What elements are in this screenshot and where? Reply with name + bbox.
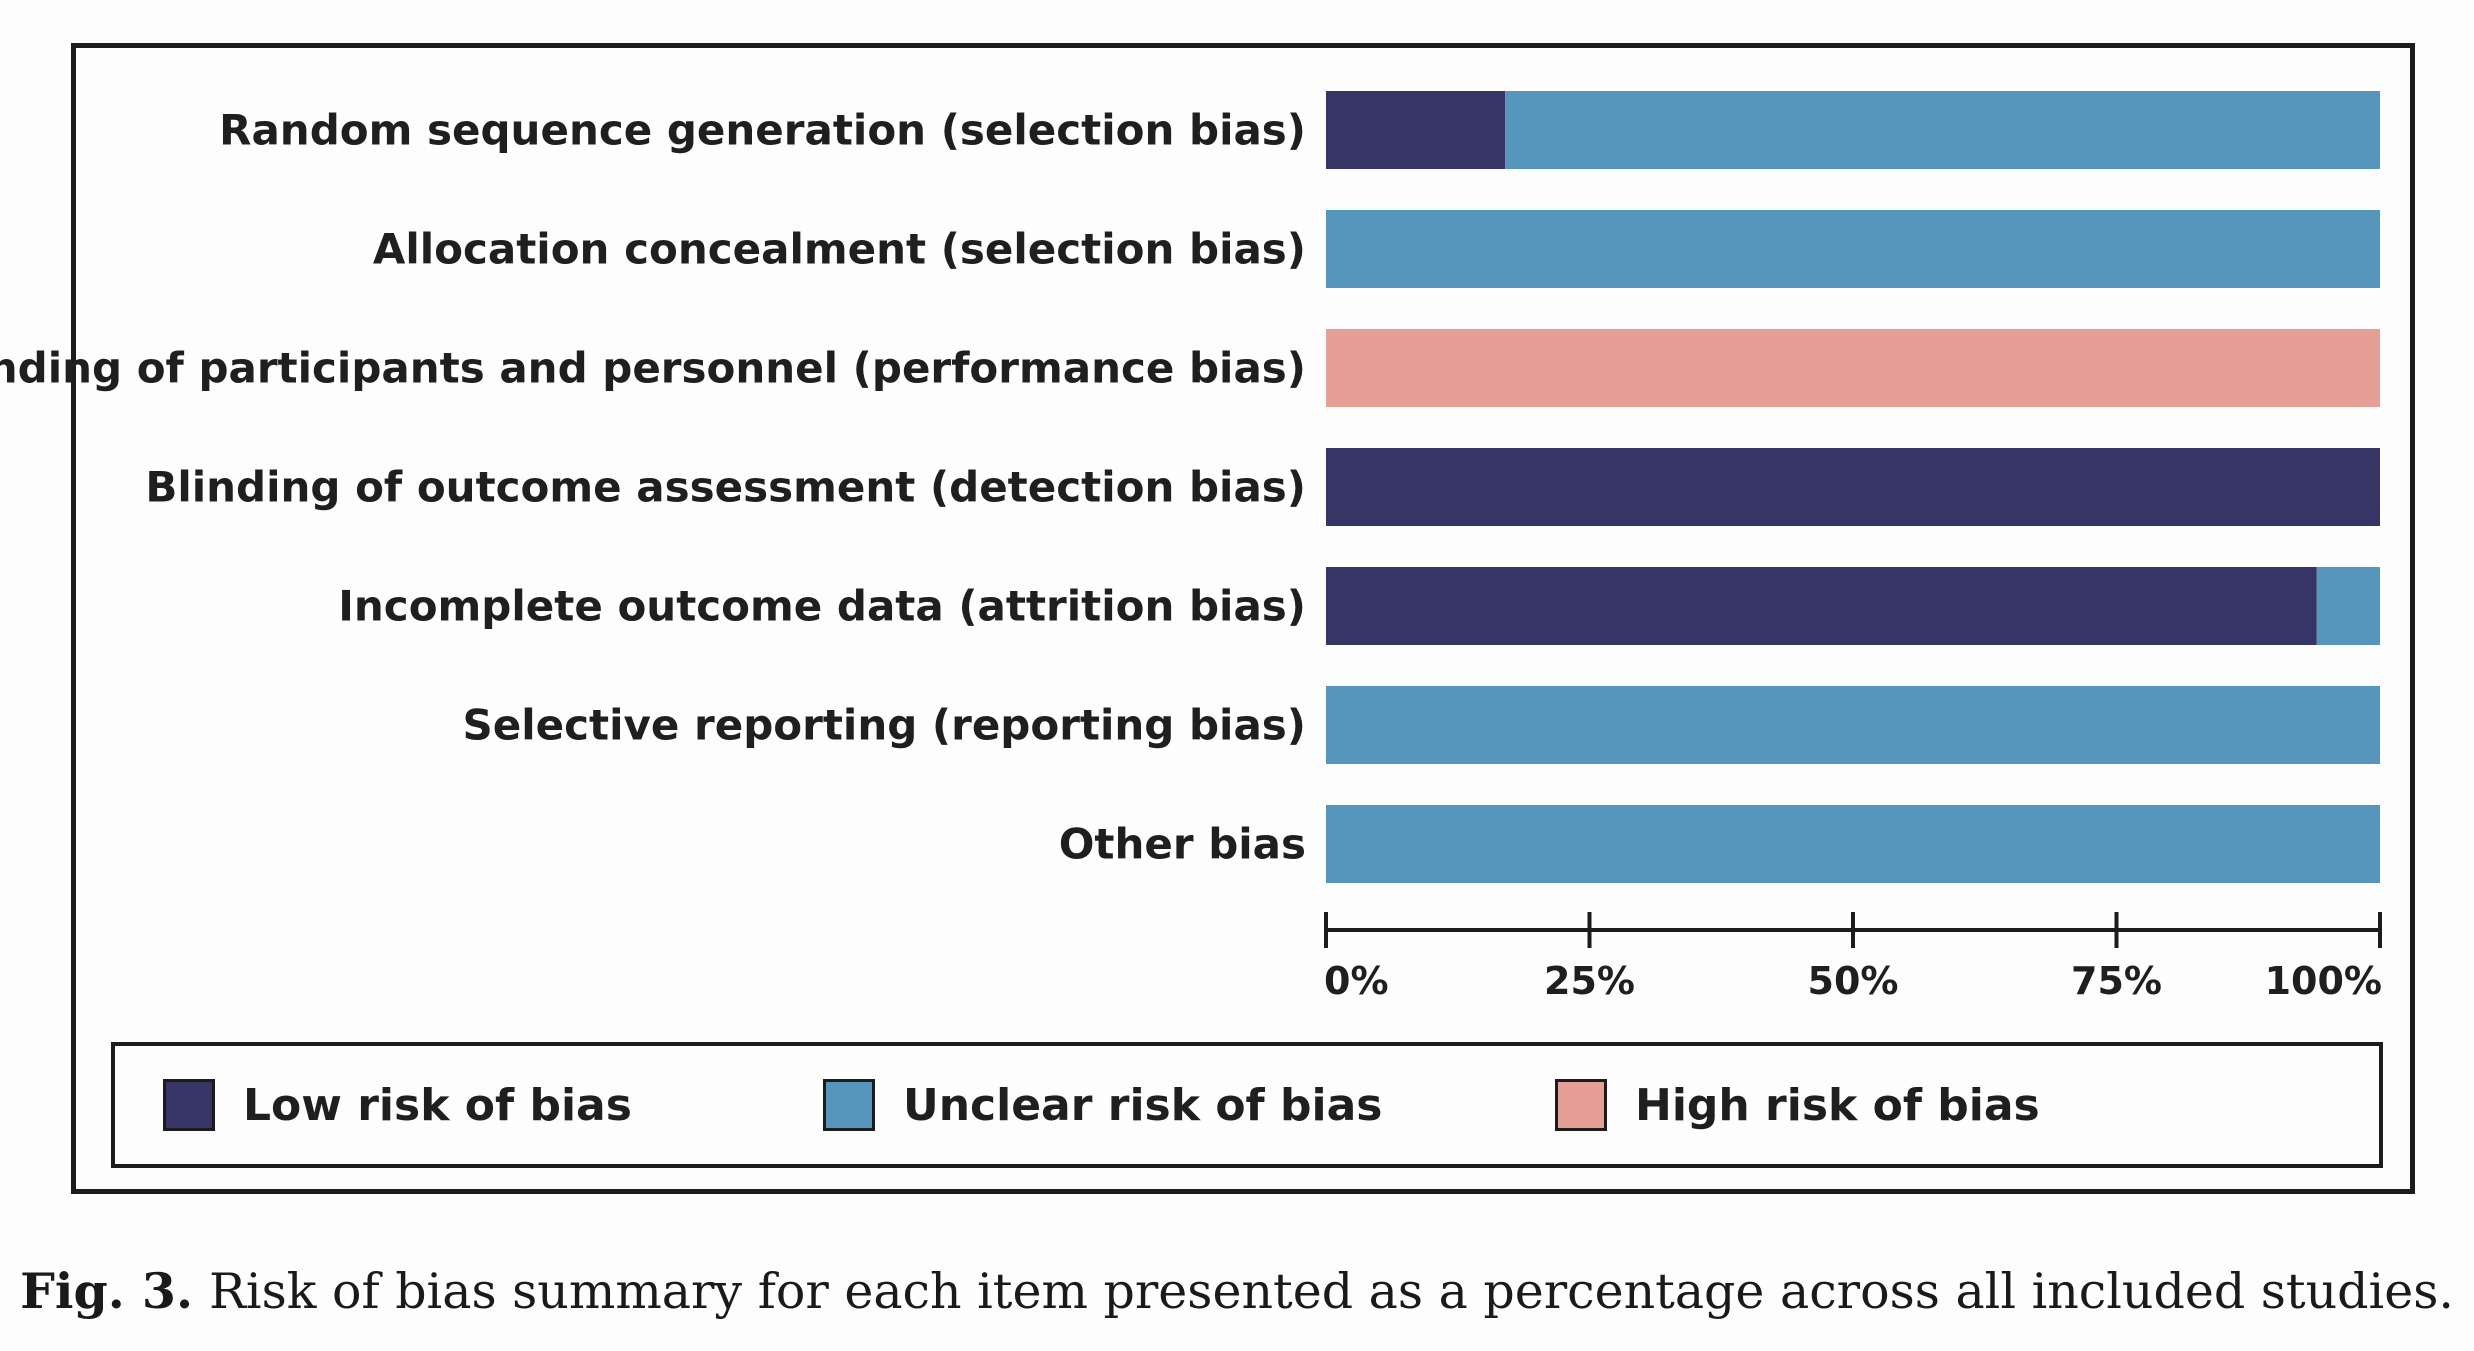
bars-layer: [1326, 91, 2380, 883]
bar-segment-low-blinding-of-outcome-assessment-detection-bias: [1326, 448, 2380, 526]
category-label-blinding-of-participants-and-personnel-performance-bias: Blinding of participants and personnel (…: [0, 344, 1306, 393]
legend-label-high: High risk of bias: [1635, 1079, 2040, 1131]
x-tick-label: 0%: [1324, 959, 1389, 1003]
legend-label-unclear: Unclear risk of bias: [903, 1079, 1383, 1131]
legend-swatch-unclear: [823, 1079, 875, 1131]
x-tick-label: 50%: [1808, 959, 1899, 1003]
category-label-allocation-concealment-selection-bias: Allocation concealment (selection bias): [373, 225, 1306, 274]
legend-item-high: High risk of bias: [1555, 1046, 2040, 1164]
legend-swatch-low: [163, 1079, 215, 1131]
legend-swatch-high: [1555, 1079, 1607, 1131]
x-tick-label: 25%: [1544, 959, 1635, 1003]
legend: Low risk of bias Unclear risk of bias Hi…: [111, 1042, 2383, 1168]
x-axis: 0% 25% 50% 75% 100%: [1324, 912, 2382, 1003]
caption-label: Fig. 3.: [20, 1262, 193, 1320]
bar-segment-unclear-allocation-concealment-selection-bias: [1326, 210, 2380, 288]
category-label-other-bias: Other bias: [1059, 820, 1306, 869]
bar-segment-unclear-incomplete-outcome-data-attrition-bias: [2316, 567, 2380, 645]
bar-segment-unclear-selective-reporting-reporting-bias: [1326, 686, 2380, 764]
category-label-incomplete-outcome-data-attrition-bias: Incomplete outcome data (attrition bias): [338, 582, 1306, 631]
bar-segment-high-blinding-of-participants-and-personnel-performance-bias: [1326, 329, 2380, 407]
category-label-random-sequence-generation-selection-bias: Random sequence generation (selection bi…: [219, 106, 1306, 155]
x-tick-label: 75%: [2071, 959, 2162, 1003]
bar-segment-unclear-other-bias: [1326, 805, 2380, 883]
bar-segment-low-random-sequence-generation-selection-bias: [1326, 91, 1506, 169]
legend-label-low: Low risk of bias: [243, 1079, 632, 1131]
bar-segment-unclear-random-sequence-generation-selection-bias: [1505, 91, 2380, 169]
category-labels-layer: Random sequence generation (selection bi…: [0, 106, 1306, 869]
x-tick-label: 100%: [2265, 959, 2382, 1003]
caption-text: Risk of bias summary for each item prese…: [209, 1263, 2454, 1320]
legend-item-low: Low risk of bias: [163, 1046, 632, 1164]
figure-caption: Fig. 3. Risk of bias summary for each ite…: [0, 1262, 2474, 1320]
bar-segment-low-incomplete-outcome-data-attrition-bias: [1326, 567, 2317, 645]
category-label-selective-reporting-reporting-bias: Selective reporting (reporting bias): [463, 701, 1306, 750]
category-label-blinding-of-outcome-assessment-detection-bias: Blinding of outcome assessment (detectio…: [145, 463, 1306, 512]
legend-item-unclear: Unclear risk of bias: [823, 1046, 1382, 1164]
